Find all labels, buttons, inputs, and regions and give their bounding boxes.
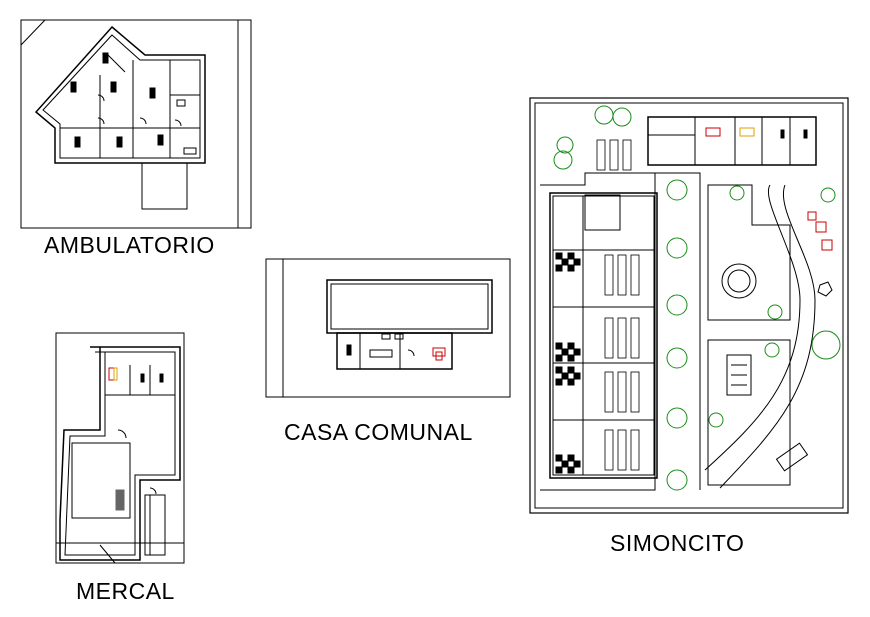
play-structure <box>807 211 833 251</box>
casa-comunal-label: CASA COMUNAL <box>284 419 473 445</box>
mercal-plan <box>55 332 185 564</box>
simoncito-plan <box>529 97 849 514</box>
casa-comunal-plan <box>265 258 511 398</box>
ambulatorio-plan <box>20 19 252 229</box>
toilet-grid-3 <box>555 366 581 386</box>
mercal-label: MERCAL <box>76 578 175 604</box>
toilet-grid-1 <box>555 252 581 272</box>
simoncito-label: SIMONCITO <box>610 530 745 556</box>
toilet-grid-4 <box>555 454 581 474</box>
toilet-grid-2 <box>555 342 581 362</box>
ambulatorio-label: AMBULATORIO <box>44 232 215 258</box>
trees <box>553 105 841 491</box>
classroom-desks <box>596 139 640 471</box>
